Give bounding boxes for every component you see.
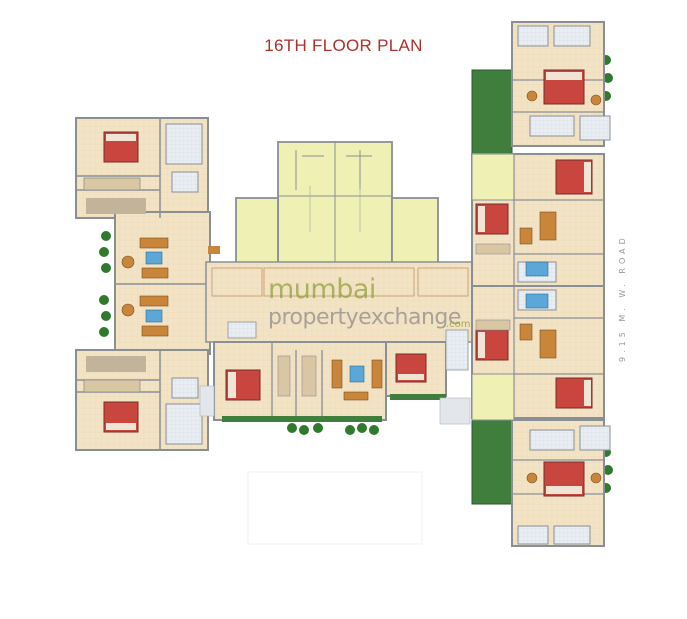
road-label: 9.15 M. W. ROAD xyxy=(618,234,627,362)
floor-plan-title: 16TH FLOOR PLAN xyxy=(264,36,423,55)
watermark-line2: propertyexchange xyxy=(268,305,461,330)
watermark-line1: mumbai xyxy=(268,274,376,305)
watermark-suffix: .com xyxy=(446,319,471,330)
